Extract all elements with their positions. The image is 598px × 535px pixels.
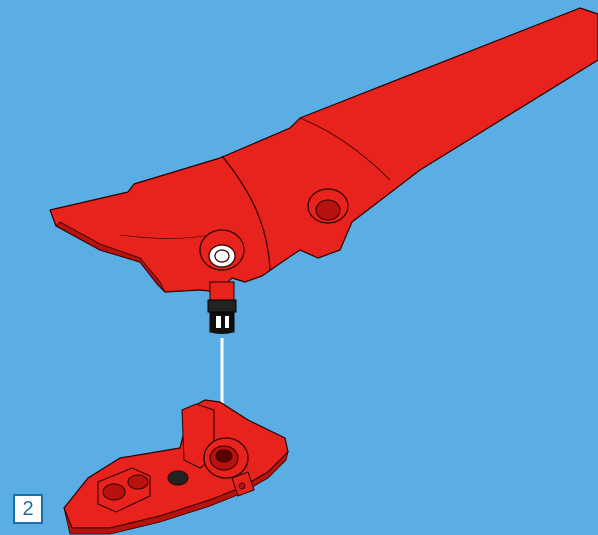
step-number-badge: 2 bbox=[13, 494, 43, 524]
mount-bracket-icon bbox=[64, 400, 288, 534]
wing-assembly-icon bbox=[50, 8, 598, 300]
peg-connector-icon bbox=[208, 300, 236, 334]
